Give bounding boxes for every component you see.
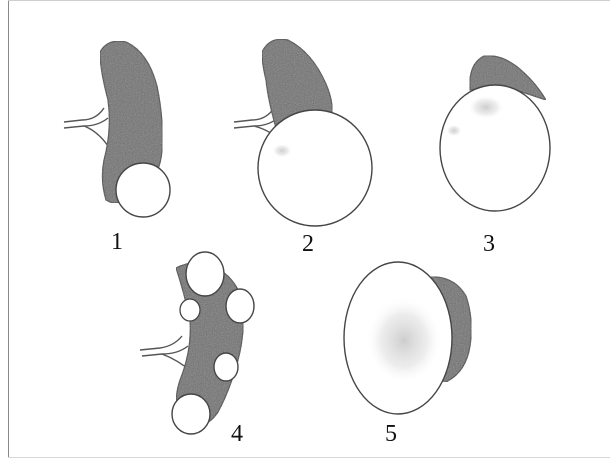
figure-label-3: 3 (483, 232, 495, 256)
figure-label-4: 4 (231, 422, 243, 446)
figure-label-1: 1 (111, 230, 123, 254)
figure-label-2: 2 (302, 232, 314, 256)
panel-2 (234, 39, 372, 226)
panel-3-cyst-shading-small (446, 124, 462, 136)
panel-4-cyst-upper-left (180, 299, 200, 321)
panel-5 (344, 262, 471, 414)
panel-2-cyst (258, 110, 372, 226)
panel-4-cyst-right (226, 289, 254, 323)
panel-3 (440, 56, 550, 211)
panel-1-vessel (64, 108, 112, 152)
panel-4-cyst-bottom (172, 394, 210, 434)
panel-3-cyst-shading (468, 94, 504, 118)
panel-1-cyst (116, 163, 170, 217)
panel-4-cyst-middle (214, 353, 238, 381)
panel-4-cyst-top (186, 252, 224, 296)
panel-2-cyst-shading (272, 143, 292, 157)
panel-1 (64, 41, 170, 217)
figure-label-5: 5 (385, 422, 397, 446)
panel-4 (140, 252, 254, 434)
panel-5-cyst-shading (366, 292, 442, 380)
